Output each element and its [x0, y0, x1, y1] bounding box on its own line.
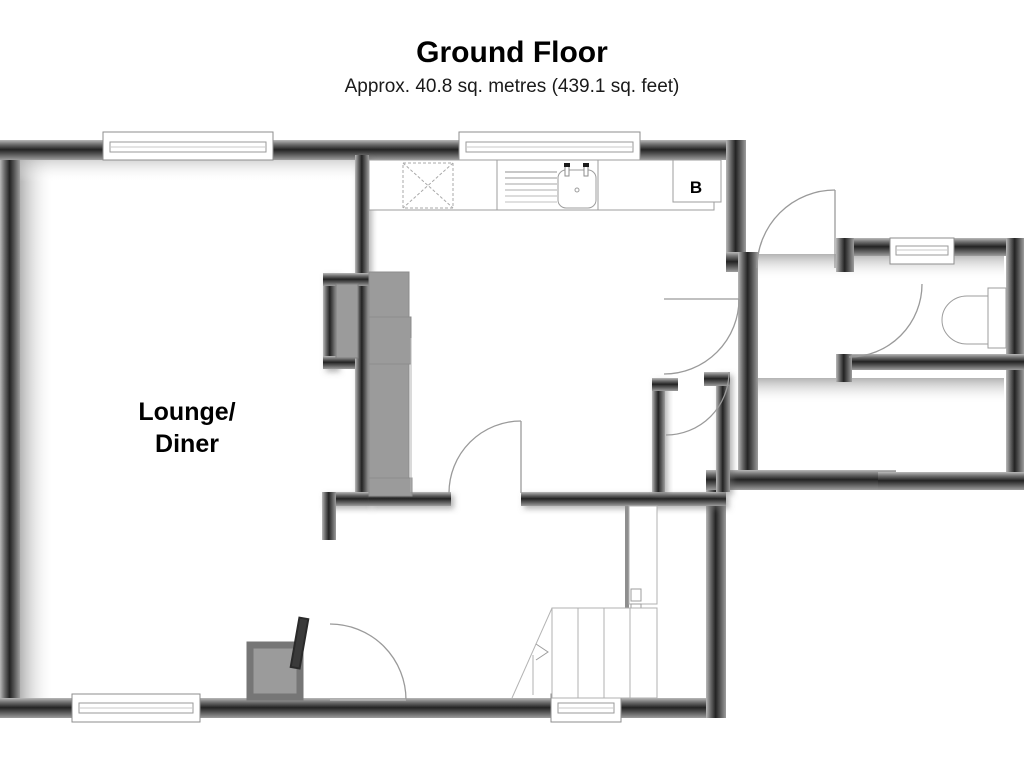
wall-wc-divider-stub: [836, 354, 852, 382]
wall-cupboard-right-head: [704, 372, 730, 386]
window-wc-top: [889, 237, 955, 265]
kitchen-units: B: [368, 159, 722, 211]
room-labels: Lounge/ Diner: [138, 398, 235, 458]
wall-chimney-top: [323, 273, 369, 286]
stair-direction-arrow: [532, 643, 549, 695]
furniture-tall-unit: [368, 271, 410, 495]
kitchen-sink: [557, 163, 597, 209]
window-kitchen-top: [458, 131, 641, 161]
windows: [71, 131, 955, 723]
wall-wc-divider: [836, 354, 1024, 370]
entrance-furniture: [246, 616, 310, 701]
wc-toilet: [941, 287, 1007, 349]
wall-cupboard-left-head: [652, 378, 678, 391]
lounge-furniture: [335, 271, 413, 497]
wall-lounge-kitchen-upper: [355, 155, 369, 273]
porch-unit: [246, 641, 304, 701]
door-rear-lobby: [756, 189, 836, 269]
boiler-cupboard-box: [672, 159, 722, 203]
furniture-foot-block: [368, 477, 413, 497]
wall-cupboard-left: [652, 378, 665, 492]
wall-right-hall: [706, 470, 726, 718]
wall-chimney-left: [323, 273, 337, 369]
wall-lounge-return-stub: [322, 492, 336, 540]
room-label-lounge-line2: Diner: [155, 430, 219, 458]
front-door-leaf: [289, 616, 310, 670]
furniture-side-block: [368, 316, 412, 365]
kitchen-appliance-undercounter: [402, 162, 454, 209]
door-understairs-cupboard: [665, 371, 730, 436]
door-lounge: [448, 420, 522, 494]
boiler-label: B: [690, 178, 702, 197]
chimney-recess-fill: [335, 283, 359, 359]
newel-post-upper: [630, 588, 642, 602]
door-front-entrance: [329, 623, 407, 701]
wall-extension-left-upper: [836, 238, 854, 272]
wall-right-kitchen: [726, 140, 746, 270]
wall-left-exterior: [0, 140, 20, 718]
door-swings: [329, 189, 923, 701]
kitchen-drainer: [505, 171, 557, 203]
floor-fills: [18, 148, 1008, 708]
wall-extension-bottom: [878, 472, 1024, 490]
window-lounge-bottom: [71, 693, 201, 723]
door-wc: [848, 283, 923, 358]
wall-stair-stringer: [625, 506, 629, 698]
wall-lobby-left: [738, 252, 758, 480]
wall-hall-lounge-lower-b: [521, 492, 726, 506]
staircase: [511, 505, 658, 699]
window-lounge-top: [102, 131, 274, 161]
wall-cupboard-right: [716, 372, 730, 492]
room-label-lounge-line1: Lounge/: [138, 398, 235, 426]
door-hall-to-kitchen: [663, 298, 740, 375]
wall-lobby-bottom: [706, 470, 896, 490]
